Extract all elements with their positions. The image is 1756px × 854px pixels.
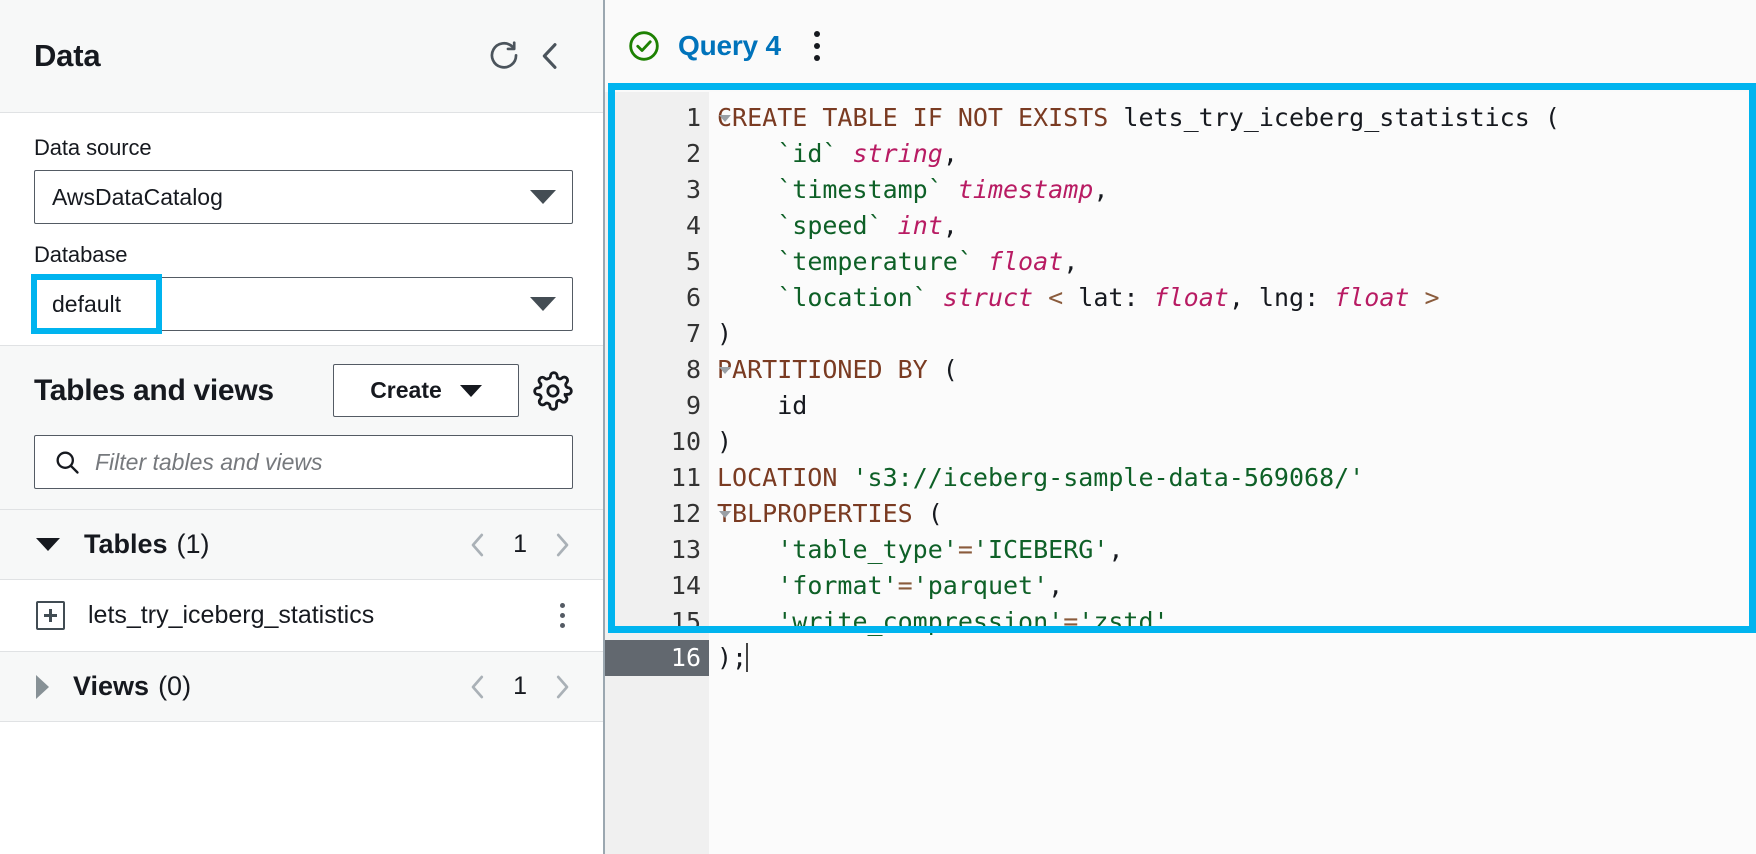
filter-tables-input[interactable]: Filter tables and views <box>34 435 573 489</box>
next-page-icon[interactable] <box>547 530 577 560</box>
triangle-down-icon <box>36 538 60 551</box>
create-button-label: Create <box>370 377 442 403</box>
code-line-16: ); <box>717 640 1756 676</box>
line-number-1: 1 <box>605 100 731 136</box>
chevron-left-icon[interactable] <box>527 33 573 79</box>
line-number-4: 4 <box>685 211 701 240</box>
line-number-9: 9 <box>685 391 701 420</box>
group-label-tables: Tables <box>84 529 168 559</box>
code-line-13: 'table_type'='ICEBERG', <box>777 535 1124 564</box>
table-name: lets_try_iceberg_statistics <box>88 601 375 629</box>
code-line-2: `id` string, <box>777 139 958 168</box>
database-value: default <box>52 290 122 317</box>
line-number-14: 14 <box>670 571 701 600</box>
line-number-7: 7 <box>685 319 701 348</box>
code-line-4: `speed` int, <box>777 211 958 240</box>
chevron-down-icon <box>459 384 482 397</box>
database-select[interactable]: default <box>34 277 573 331</box>
fold-toggle-icon[interactable] <box>719 511 731 518</box>
data-sidebar: Data Data source AwsDataCatalog Database <box>0 0 605 854</box>
group-header-tables[interactable]: Tables (1) 1 <box>0 510 603 580</box>
line-number-3: 3 <box>685 175 701 204</box>
page-title: Data <box>34 38 101 73</box>
line-number-6: 6 <box>685 283 701 312</box>
code-line-7: ) <box>717 319 733 348</box>
code-line-5: `temperature` float, <box>777 247 1079 276</box>
group-header-views[interactable]: Views (0) 1 <box>0 652 603 722</box>
line-number-5: 5 <box>685 247 701 276</box>
data-source-value: AwsDataCatalog <box>52 183 223 210</box>
code-line-9: id <box>717 391 808 420</box>
page-number-tables: 1 <box>513 530 527 558</box>
next-page-icon[interactable] <box>547 672 577 702</box>
line-number-10: 10 <box>670 427 701 456</box>
tables-and-views-title: Tables and views <box>34 373 274 407</box>
line-number-11: 11 <box>670 463 701 492</box>
code-line-1: CREATE TABLE IF NOT EXISTS lets_try_iceb… <box>717 103 1560 132</box>
tables-and-views-section: Tables and views Create Filter tables an… <box>0 346 603 510</box>
code-line-6: `location` struct < lat: float, lng: flo… <box>777 283 1440 312</box>
line-number-13: 13 <box>670 535 701 564</box>
query-tab-header: Query 4 <box>605 0 1756 92</box>
triangle-right-icon <box>36 674 49 699</box>
prev-page-icon[interactable] <box>463 672 493 702</box>
sidebar-header: Data <box>0 0 603 113</box>
group-count-views: (0) <box>158 671 192 701</box>
line-number-16: 16 <box>605 640 709 676</box>
code-line-8: PARTITIONED BY ( <box>717 355 958 384</box>
group-count-tables: (1) <box>176 529 210 559</box>
table-list-item[interactable]: lets_try_iceberg_statistics <box>0 580 603 652</box>
refresh-icon[interactable] <box>481 33 527 79</box>
line-number-12: 12 <box>605 496 731 532</box>
code-line-14: 'format'='parquet', <box>777 571 1064 600</box>
data-source-section: Data source AwsDataCatalog Database defa… <box>0 113 603 346</box>
query-tab-title[interactable]: Query 4 <box>678 30 781 61</box>
line-number-2: 2 <box>685 139 701 168</box>
text-caret <box>746 643 764 672</box>
table-options-icon[interactable] <box>545 603 579 628</box>
search-icon <box>56 451 79 474</box>
editor-code-area[interactable]: CREATE TABLE IF NOT EXISTS lets_try_iceb… <box>709 92 1756 854</box>
create-button[interactable]: Create <box>333 364 519 417</box>
fold-toggle-icon[interactable] <box>719 367 731 374</box>
gear-icon[interactable] <box>519 370 573 411</box>
line-number-8: 8 <box>605 352 731 388</box>
chevron-down-icon <box>530 190 556 204</box>
code-line-3: `timestamp` timestamp, <box>777 175 1109 204</box>
code-line-10: ) <box>717 427 733 456</box>
kebab-menu-icon[interactable] <box>802 31 832 61</box>
code-line-15: 'write_compression'='zstd' <box>777 607 1169 636</box>
line-number-15: 15 <box>670 607 701 636</box>
expand-plus-icon[interactable] <box>36 601 65 630</box>
data-source-select[interactable]: AwsDataCatalog <box>34 170 573 224</box>
filter-tables-placeholder: Filter tables and views <box>95 448 323 475</box>
chevron-down-icon <box>530 297 556 311</box>
database-label: Database <box>34 242 128 267</box>
prev-page-icon[interactable] <box>463 530 493 560</box>
fold-toggle-icon[interactable] <box>719 115 731 122</box>
code-line-11: LOCATION 's3://iceberg-sample-data-56906… <box>717 463 1365 492</box>
data-source-label: Data source <box>34 135 152 160</box>
group-label-views: Views <box>73 671 150 701</box>
page-number-views: 1 <box>513 672 527 700</box>
code-line-12: TBLPROPERTIES ( <box>717 499 943 528</box>
check-circle-icon <box>629 31 659 61</box>
